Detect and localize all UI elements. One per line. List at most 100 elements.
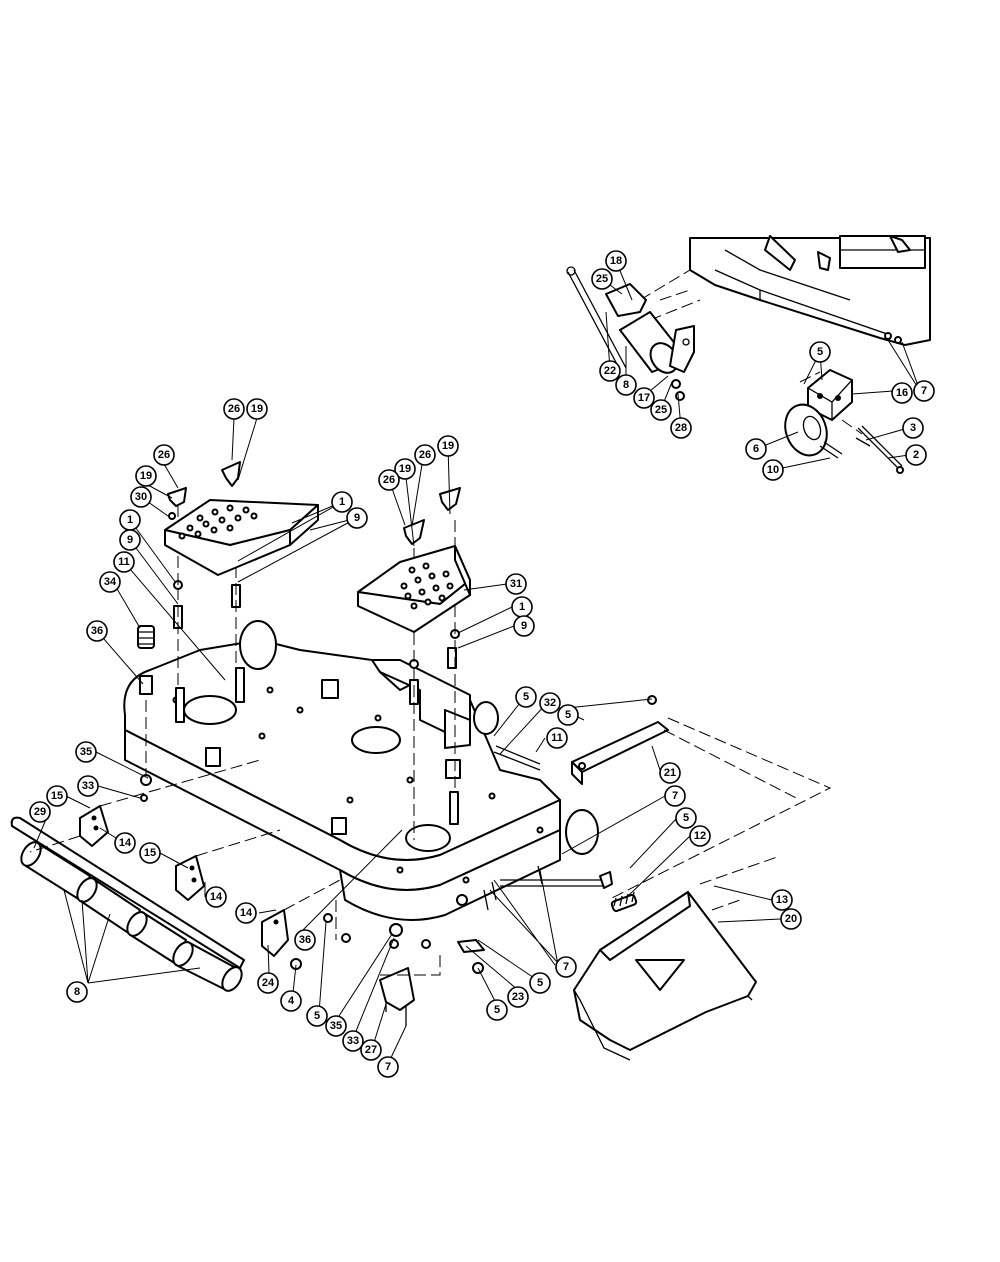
foot-plate-left	[164, 461, 319, 576]
spindle-hole	[183, 695, 237, 725]
callout-19: 19	[246, 398, 268, 420]
callout-9: 9	[346, 507, 368, 529]
callout-24: 24	[257, 972, 279, 994]
callout-15: 15	[139, 842, 161, 864]
callout-16: 16	[891, 382, 913, 404]
callout-14: 14	[205, 886, 227, 908]
svg-text:7: 7	[672, 790, 678, 802]
svg-text:1: 1	[519, 601, 525, 613]
svg-text:7: 7	[385, 1061, 391, 1073]
callout-30: 30	[130, 486, 152, 508]
svg-text:36: 36	[299, 934, 311, 946]
callout-9: 9	[513, 615, 535, 637]
svg-text:5: 5	[817, 346, 823, 358]
svg-text:35: 35	[330, 1020, 342, 1032]
callout-25: 25	[591, 268, 613, 290]
svg-text:25: 25	[655, 404, 667, 416]
svg-text:5: 5	[523, 691, 529, 703]
mower-deck	[123, 500, 599, 921]
svg-text:35: 35	[80, 746, 92, 758]
svg-text:27: 27	[365, 1044, 377, 1056]
svg-text:15: 15	[144, 847, 156, 859]
callout-20: 20	[780, 908, 802, 930]
callout-5: 5	[306, 1005, 328, 1027]
svg-text:5: 5	[537, 977, 543, 989]
callout-7: 7	[913, 380, 935, 402]
svg-text:26: 26	[383, 474, 395, 486]
callout-9: 9	[119, 529, 141, 551]
spring-icon	[137, 625, 155, 649]
callout-8: 8	[615, 374, 637, 396]
callout-14: 14	[114, 832, 136, 854]
svg-text:36: 36	[91, 625, 103, 637]
callout-5: 5	[675, 807, 697, 829]
callout-13: 13	[771, 889, 793, 911]
callout-10: 10	[762, 459, 784, 481]
callout-12: 12	[689, 825, 711, 847]
callout-26: 26	[153, 444, 175, 466]
callout-1: 1	[119, 509, 141, 531]
spindle-hole	[405, 824, 451, 852]
callout-17: 17	[633, 387, 655, 409]
callout-33: 33	[77, 775, 99, 797]
callout-21: 21	[659, 762, 681, 784]
callout-5: 5	[809, 341, 831, 363]
callout-36: 36	[86, 620, 108, 642]
callout-32: 32	[539, 692, 561, 714]
bracket-17	[669, 325, 695, 373]
svg-text:2: 2	[913, 449, 919, 461]
svg-text:14: 14	[119, 837, 132, 849]
callout-7: 7	[664, 785, 686, 807]
callout-19: 19	[135, 465, 157, 487]
callout-26: 26	[414, 444, 436, 466]
rear-wheel	[239, 620, 277, 670]
callout-34: 34	[99, 571, 121, 593]
discharge-assembly	[493, 695, 832, 1061]
callout-5: 5	[557, 704, 579, 726]
knob-icon	[221, 461, 241, 487]
svg-text:5: 5	[494, 1004, 500, 1016]
foot-plate-holes	[400, 562, 454, 610]
roller-bracket	[79, 805, 109, 847]
svg-text:26: 26	[158, 449, 170, 461]
svg-text:26: 26	[419, 449, 431, 461]
svg-text:19: 19	[251, 403, 263, 415]
spindle-hole	[351, 726, 401, 754]
svg-text:14: 14	[210, 891, 223, 903]
callout-15: 15	[46, 785, 68, 807]
callout-1: 1	[511, 596, 533, 618]
svg-text:1: 1	[127, 514, 133, 526]
svg-text:8: 8	[623, 379, 629, 391]
svg-text:3: 3	[910, 422, 916, 434]
svg-text:5: 5	[565, 709, 571, 721]
svg-text:10: 10	[767, 464, 779, 476]
svg-text:22: 22	[604, 365, 616, 377]
callout-3: 3	[902, 417, 924, 439]
callout-19: 19	[394, 458, 416, 480]
svg-text:26: 26	[228, 403, 240, 415]
spring-icon	[610, 894, 638, 912]
svg-text:15: 15	[51, 790, 63, 802]
svg-text:13: 13	[776, 894, 788, 906]
callout-7: 7	[555, 956, 577, 978]
callout-22: 22	[599, 360, 621, 382]
callout-1: 1	[331, 491, 353, 513]
svg-text:20: 20	[785, 913, 797, 925]
callout-29: 29	[29, 801, 51, 823]
callout-8: 8	[66, 981, 88, 1003]
svg-text:33: 33	[82, 780, 94, 792]
svg-text:9: 9	[354, 512, 360, 524]
svg-text:17: 17	[638, 392, 650, 404]
callout-2: 2	[905, 444, 927, 466]
callout-26: 26	[223, 398, 245, 420]
deflector-bracket	[571, 721, 669, 773]
callout-11: 11	[546, 727, 568, 749]
svg-text:19: 19	[442, 440, 454, 452]
svg-text:7: 7	[921, 385, 927, 397]
callout-14: 14	[235, 902, 257, 924]
svg-text:31: 31	[510, 578, 522, 590]
foot-plate-right	[357, 487, 471, 633]
callout-18: 18	[605, 250, 627, 272]
svg-text:11: 11	[118, 556, 130, 568]
